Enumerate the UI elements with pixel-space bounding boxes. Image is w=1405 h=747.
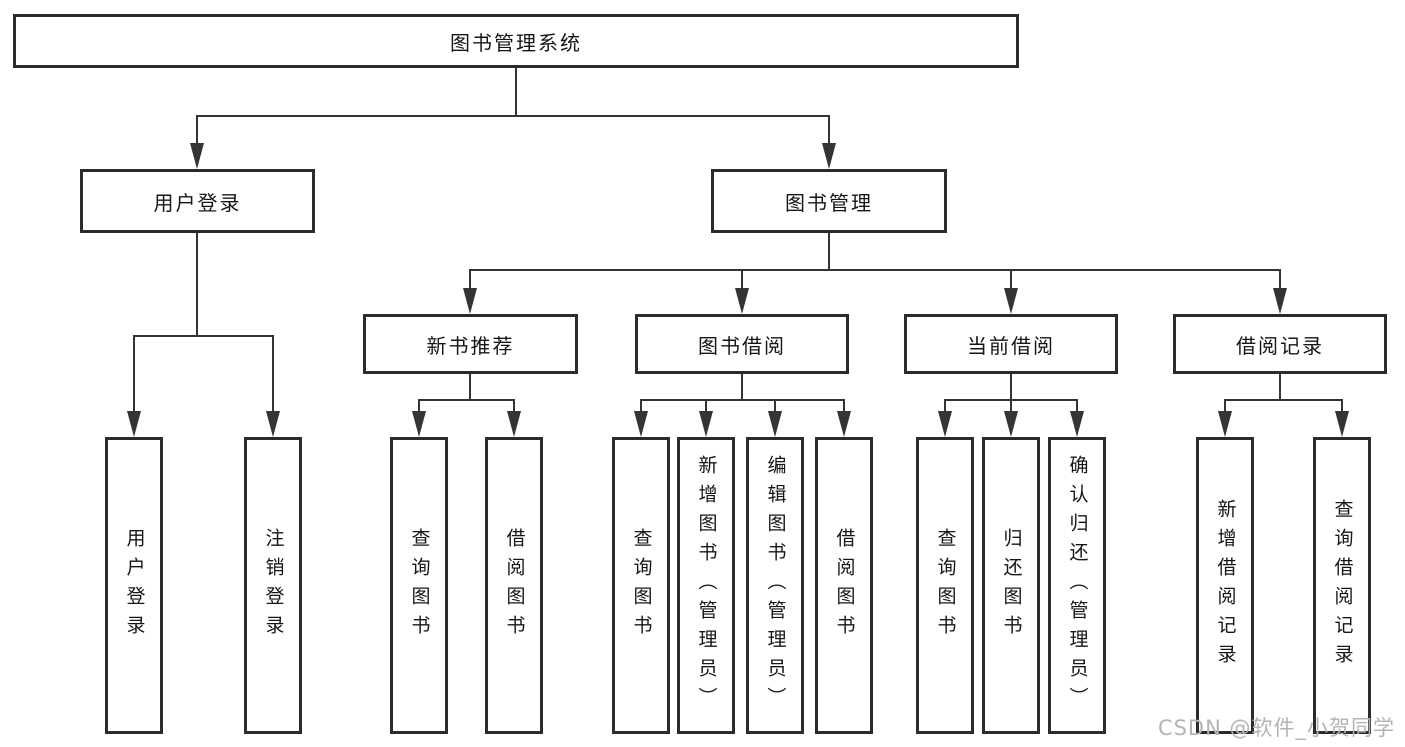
connector-root-bar — [196, 115, 830, 117]
node-book-management: 图书管理 — [711, 169, 947, 233]
arrow-down-icon — [266, 411, 280, 437]
connector-bookmgmt-drop-4 — [1279, 269, 1281, 288]
node-label: 图书管理系统 — [450, 30, 582, 55]
connector-userlogin-drop-1 — [133, 335, 135, 411]
leaf-label: 新增借阅记录 — [1214, 498, 1237, 673]
node-label: 借阅记录 — [1236, 333, 1324, 358]
node-label: 新书推荐 — [426, 333, 515, 358]
leaf-label: 借阅图书 — [503, 527, 526, 644]
connector-root-drop-left — [196, 115, 198, 143]
arrow-down-icon — [1004, 288, 1018, 314]
connector-borrowing-drop-3 — [774, 399, 776, 411]
node-current-borrowing: 当前借阅 — [904, 314, 1118, 374]
connector-bookmgmt-drop-2 — [741, 269, 743, 288]
arrow-down-icon — [1335, 411, 1349, 437]
node-label: 图书借阅 — [698, 333, 786, 358]
connector-root-stem — [515, 68, 517, 116]
leaf-confirm-return-admin: 确认归还（管理员） — [1048, 437, 1106, 734]
connector-current-drop-3 — [1076, 399, 1078, 411]
connector-borrowing-stem — [741, 374, 743, 401]
arrow-down-icon — [412, 411, 426, 437]
connector-bookmgmt-drop-3 — [1010, 269, 1012, 288]
arrow-down-icon — [938, 411, 952, 437]
connector-bookmgmt-stem — [828, 233, 830, 271]
leaf-add-books-admin: 新增图书（管理员） — [677, 437, 735, 734]
connector-recommend-stem — [469, 374, 471, 401]
leaf-return-books: 归还图书 — [982, 437, 1040, 734]
csdn-watermark: CSDN @软件_小贺同学 — [1157, 716, 1395, 740]
leaf-label: 查询图书 — [630, 527, 653, 644]
connector-recommend-drop-1 — [418, 399, 420, 411]
node-label: 当前借阅 — [967, 333, 1055, 358]
leaf-label: 归还图书 — [1000, 527, 1023, 644]
leaf-query-borrow-record: 查询借阅记录 — [1313, 437, 1371, 734]
leaf-label: 查询图书 — [934, 527, 957, 644]
leaf-user-login: 用户登录 — [105, 437, 163, 734]
connector-bookmgmt-bar — [469, 269, 1281, 271]
connector-root-drop-right — [828, 115, 830, 143]
leaf-label: 确认归还（管理员） — [1066, 455, 1089, 716]
leaf-label: 编辑图书（管理员） — [764, 455, 787, 716]
connector-records-stem — [1279, 374, 1281, 401]
connector-userlogin-bar — [133, 335, 274, 337]
node-library-system: 图书管理系统 — [13, 14, 1019, 68]
leaf-borrow-books: 借阅图书 — [815, 437, 873, 734]
connector-borrowing-drop-4 — [843, 399, 845, 411]
node-book-borrowing: 图书借阅 — [635, 314, 849, 374]
arrow-down-icon — [507, 411, 521, 437]
arrow-down-icon — [1273, 288, 1287, 314]
connector-current-stem — [1010, 374, 1012, 401]
connector-current-drop-2 — [1010, 399, 1012, 411]
arrow-down-icon — [190, 143, 204, 169]
arrow-down-icon — [634, 411, 648, 437]
leaf-label: 查询借阅记录 — [1331, 498, 1354, 673]
leaf-label: 注销登录 — [262, 527, 285, 644]
leaf-query-books-recommend: 查询图书 — [390, 437, 448, 734]
leaf-borrow-books-recommend: 借阅图书 — [485, 437, 543, 734]
leaf-query-books-current: 查询图书 — [916, 437, 974, 734]
connector-borrowing-drop-2 — [705, 399, 707, 411]
leaf-label: 借阅图书 — [833, 527, 856, 644]
connector-borrowing-drop-1 — [640, 399, 642, 411]
arrow-down-icon — [463, 288, 477, 314]
connector-records-drop-2 — [1341, 399, 1343, 411]
connector-recommend-drop-2 — [513, 399, 515, 411]
leaf-query-books-borrowing: 查询图书 — [612, 437, 670, 734]
connector-borrowing-bar — [640, 399, 845, 401]
node-new-book-recommend: 新书推荐 — [363, 314, 578, 374]
leaf-label: 新增图书（管理员） — [695, 455, 718, 716]
leaf-add-borrow-record: 新增借阅记录 — [1196, 437, 1254, 734]
arrow-down-icon — [822, 143, 836, 169]
node-user-login: 用户登录 — [80, 169, 315, 233]
arrow-down-icon — [735, 288, 749, 314]
arrow-down-icon — [699, 411, 713, 437]
connector-recommend-bar — [418, 399, 515, 401]
leaf-label: 用户登录 — [123, 527, 146, 644]
arrow-down-icon — [1218, 411, 1232, 437]
arrow-down-icon — [768, 411, 782, 437]
connector-records-bar — [1224, 399, 1343, 401]
node-borrowing-records: 借阅记录 — [1173, 314, 1387, 374]
connector-userlogin-stem — [196, 233, 198, 337]
connector-records-drop-1 — [1224, 399, 1226, 411]
node-label: 图书管理 — [785, 190, 873, 215]
leaf-label: 查询图书 — [408, 527, 431, 644]
connector-current-drop-1 — [944, 399, 946, 411]
arrow-down-icon — [837, 411, 851, 437]
connector-bookmgmt-drop-1 — [469, 269, 471, 288]
leaf-edit-books-admin: 编辑图书（管理员） — [746, 437, 804, 734]
node-label: 用户登录 — [153, 190, 242, 215]
arrow-down-icon — [1004, 411, 1018, 437]
arrow-down-icon — [127, 411, 141, 437]
leaf-logout-login: 注销登录 — [244, 437, 302, 734]
connector-userlogin-drop-2 — [272, 335, 274, 411]
arrow-down-icon — [1070, 411, 1084, 437]
